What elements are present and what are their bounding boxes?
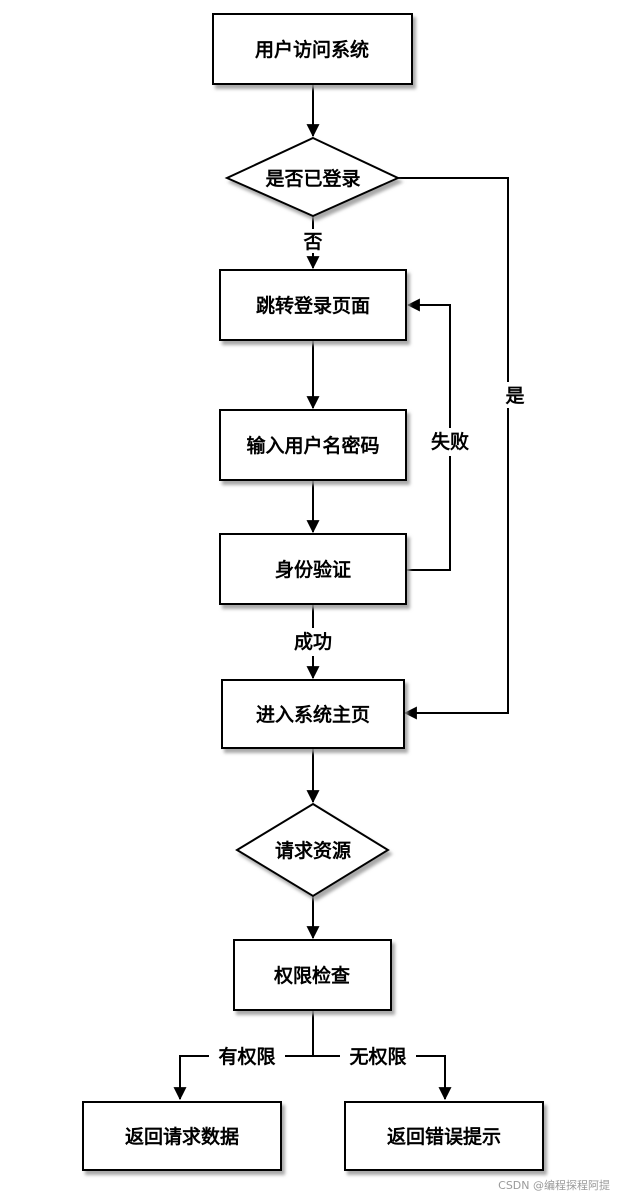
node-label-redirect-login: 跳转登录页面 [256, 294, 370, 317]
edge-label-fail: 失败 [431, 430, 469, 453]
edge-labels-layer: 否 是 失败 成功 有权限 无权限 [209, 229, 525, 1070]
node-request-resource-decision: 请求资源 [235, 802, 390, 898]
edge-label-yes: 是 [505, 385, 524, 407]
node-user-access: 用户访问系统 [212, 13, 413, 85]
node-label-authenticate: 身份验证 [275, 558, 351, 581]
node-return-data: 返回请求数据 [82, 1101, 282, 1171]
node-label-request-resource: 请求资源 [275, 839, 351, 862]
edge-label-no-permission: 无权限 [349, 1045, 406, 1068]
node-label-enter-credentials: 输入用户名密码 [246, 434, 379, 457]
edge-label-has-permission: 有权限 [218, 1045, 275, 1068]
edge-label-no: 否 [302, 231, 322, 253]
node-label-user-access: 用户访问系统 [255, 38, 369, 61]
watermark-text: CSDN @编程探程阿提 [498, 1178, 610, 1192]
edge-label-success: 成功 [294, 630, 332, 653]
node-enter-home: 进入系统主页 [221, 679, 405, 749]
node-return-error: 返回错误提示 [344, 1101, 544, 1171]
node-label-permission-check: 权限检查 [273, 964, 351, 987]
node-label-enter-home: 进入系统主页 [256, 703, 370, 726]
node-authenticate: 身份验证 [219, 533, 407, 605]
node-label-return-error: 返回错误提示 [387, 1125, 501, 1148]
node-enter-credentials: 输入用户名密码 [219, 409, 407, 481]
node-label-is-logged-in: 是否已登录 [265, 167, 360, 190]
node-label-return-data: 返回请求数据 [125, 1125, 239, 1148]
edge-decision-yes-to-home [398, 177, 509, 720]
node-redirect-login: 跳转登录页面 [219, 269, 407, 341]
node-permission-check: 权限检查 [233, 939, 392, 1011]
node-is-logged-in-decision: 是否已登录 [224, 136, 401, 218]
